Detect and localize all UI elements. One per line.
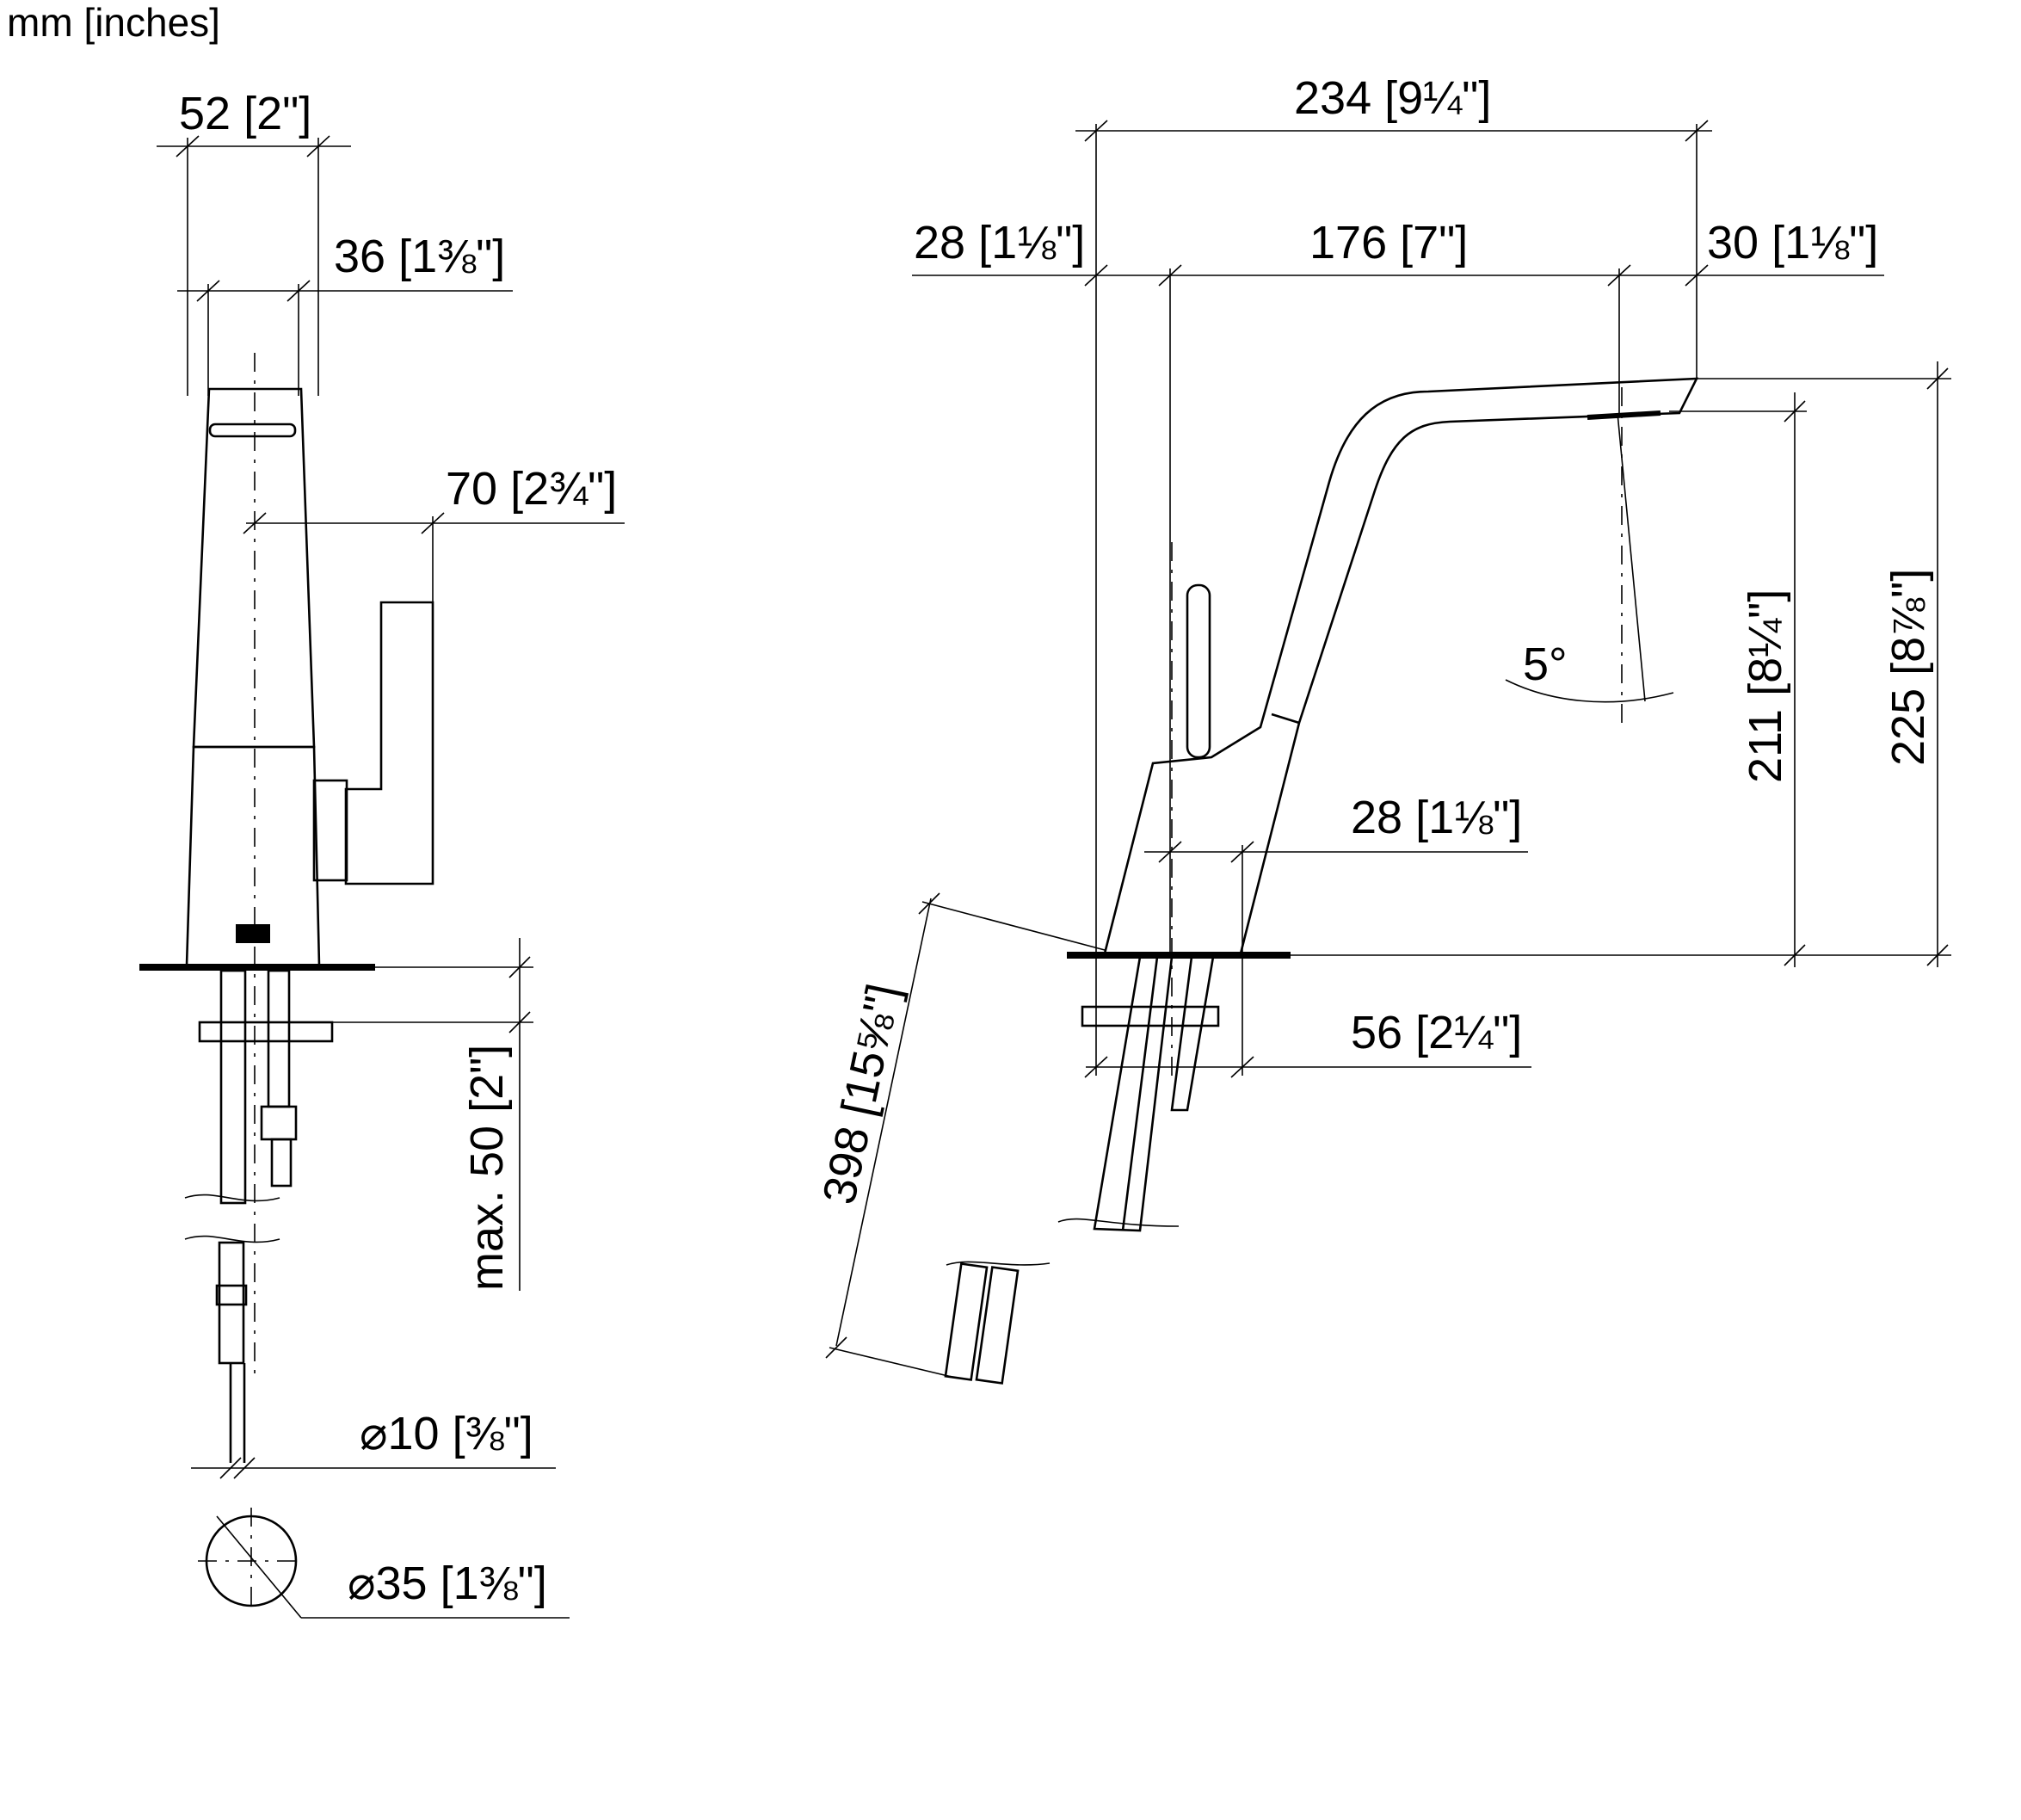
- tick: [1685, 264, 1709, 287]
- hose-end-2: [975, 1266, 1020, 1385]
- hose-fitting: [215, 1284, 248, 1306]
- ext-line: [921, 901, 1106, 951]
- lever-hub: [312, 779, 348, 882]
- tick: [176, 135, 200, 157]
- dim-234: 234 [9¼"]: [1294, 72, 1491, 124]
- side-view: 52 [2"] 36 [1⅜"] 70 [2¾"] max. 50 [2"] ⌀…: [139, 88, 625, 1619]
- tick: [1926, 944, 1949, 966]
- dim-56: 56 [2¼"]: [1351, 1007, 1522, 1058]
- tick: [287, 280, 311, 302]
- dim-max-50: max. 50 [2"]: [461, 1045, 513, 1291]
- tick: [508, 956, 531, 978]
- break-line-top: [184, 1194, 280, 1202]
- tick: [421, 512, 445, 534]
- hole-diam-line: [216, 1515, 302, 1619]
- spout-joint: [1271, 713, 1300, 725]
- dim-line-398: [835, 898, 932, 1347]
- dim-30: 30 [1⅛"]: [1707, 217, 1878, 268]
- dim-36: 36 [1⅜"]: [334, 231, 505, 282]
- dim-225: 225 [8⅞"]: [1882, 569, 1934, 766]
- lever-handle: [344, 601, 434, 885]
- lever-stem: [1186, 583, 1211, 759]
- tick: [1158, 264, 1182, 287]
- dim-d10: ⌀10 [⅜"]: [360, 1408, 533, 1459]
- ext-line: [829, 1347, 952, 1378]
- spray-face: [1587, 410, 1661, 420]
- dim-398: 398 [15⅝"]: [813, 979, 910, 1208]
- break-line-front: [1057, 1218, 1180, 1227]
- hose-left: [219, 969, 247, 1205]
- dim-52: 52 [2"]: [179, 88, 311, 139]
- mounting-plate: [198, 1021, 334, 1043]
- tick: [825, 1336, 847, 1359]
- faucet-spout: [1103, 377, 1699, 954]
- tick: [508, 1011, 531, 1033]
- dim-d35: ⌀35 [1⅜"]: [348, 1558, 547, 1609]
- tick: [1084, 1056, 1108, 1078]
- hose-end-1: [944, 1262, 989, 1381]
- rod-nut: [260, 1105, 298, 1141]
- break-line-hose-ends: [946, 1261, 1051, 1266]
- tick: [219, 1457, 242, 1479]
- tick: [1158, 841, 1182, 863]
- dim-176: 176 [7"]: [1309, 217, 1468, 268]
- tick: [1084, 264, 1108, 287]
- tick: [233, 1457, 256, 1479]
- tick: [1084, 120, 1108, 142]
- hose-divider: [1121, 956, 1159, 1231]
- tick: [1784, 400, 1806, 423]
- spray-angle-line: [1617, 412, 1646, 702]
- tick: [1685, 120, 1709, 142]
- faucet-body-upper: [192, 387, 316, 749]
- break-line-bottom: [184, 1235, 280, 1243]
- tick: [306, 135, 330, 157]
- aerator-slot: [208, 423, 297, 438]
- tick: [243, 512, 267, 534]
- tick: [1607, 264, 1631, 287]
- dim-211: 211 [8¼"]: [1740, 589, 1791, 783]
- tick: [1230, 1056, 1254, 1078]
- threaded-rod: [267, 969, 291, 1108]
- tick: [918, 892, 940, 915]
- units-label: mm [inches]: [7, 0, 220, 45]
- dim-70: 70 [2¾"]: [446, 463, 617, 515]
- tick: [196, 280, 220, 302]
- dim-28-top: 28 [1⅛"]: [914, 217, 1085, 268]
- tick: [1926, 367, 1949, 390]
- hose-bundle: [1093, 955, 1174, 1232]
- hose-left-lower: [218, 1241, 245, 1365]
- dim-28-lower: 28 [1⅛"]: [1351, 792, 1522, 843]
- dim-5deg: 5°: [1523, 639, 1568, 690]
- logo-mark: [236, 924, 270, 943]
- front-view: 5° 234 [9¼"] 28 [1⅛"] 176 [7"] 30 [1⅛"] …: [813, 72, 1951, 1385]
- tick: [1230, 841, 1254, 863]
- rod-end: [270, 1138, 293, 1188]
- angle-arc: [1505, 679, 1674, 703]
- rod-front: [1170, 955, 1215, 1112]
